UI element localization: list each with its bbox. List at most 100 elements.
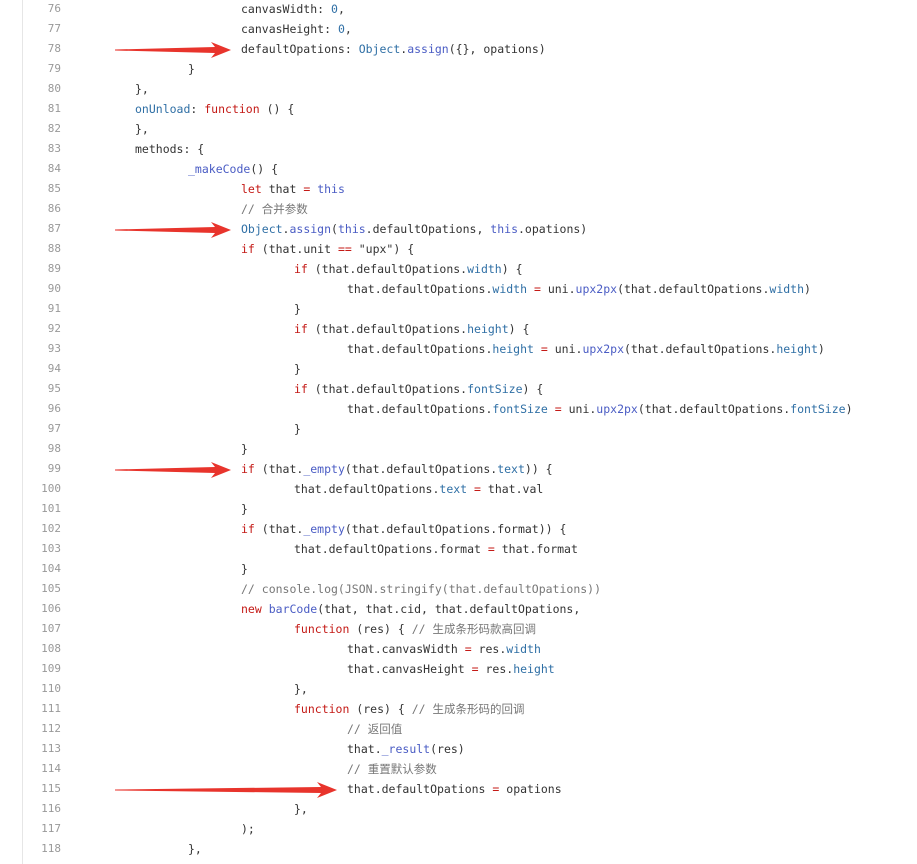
code-token: upx2px xyxy=(582,342,624,356)
line-number: 101 xyxy=(41,502,61,515)
code-token: } xyxy=(294,422,301,436)
code-line: 97} xyxy=(0,419,917,439)
code-token: width xyxy=(769,282,805,296)
code-text: }, xyxy=(135,79,149,99)
code-token: ) { xyxy=(508,322,530,336)
code-token: barCode xyxy=(268,602,318,616)
code-line: 91} xyxy=(0,299,917,319)
code-text: that.canvasHeight = res.height xyxy=(347,659,555,679)
code-token: } xyxy=(241,562,248,576)
code-token: upx2px xyxy=(596,402,638,416)
code-line: 114// 重置默认参数 xyxy=(0,759,917,779)
code-token: )) { xyxy=(524,462,553,476)
line-number: 87 xyxy=(47,222,61,235)
line-number: 112 xyxy=(41,722,61,735)
code-token: that.canvasHeight xyxy=(347,662,472,676)
code-token: function xyxy=(294,702,350,716)
code-line: 86// 合并参数 xyxy=(0,199,917,219)
code-token xyxy=(262,602,269,616)
code-token: uni. xyxy=(547,342,583,356)
code-token: = xyxy=(474,482,481,496)
line-number: 80 xyxy=(47,82,61,95)
code-token: width xyxy=(506,642,541,656)
line-number: 91 xyxy=(47,302,61,315)
code-token: text xyxy=(439,482,468,496)
code-token: height xyxy=(467,322,509,336)
code-token: "upx") { xyxy=(351,242,415,256)
line-number: 89 xyxy=(47,262,61,275)
code-token: ( xyxy=(331,222,338,236)
code-text: onUnload: function () { xyxy=(135,99,294,119)
code-token: // 重置默认参数 xyxy=(347,762,437,776)
line-number: 97 xyxy=(47,422,61,435)
code-text: that._result(res) xyxy=(347,739,465,759)
code-text: let that = this xyxy=(241,179,345,199)
code-token: width xyxy=(492,282,528,296)
code-token: that.defaultOpations. xyxy=(347,342,493,356)
code-token: that xyxy=(261,182,304,196)
code-token: = xyxy=(471,662,479,676)
line-number: 106 xyxy=(41,602,61,615)
code-token: fontSize xyxy=(467,382,523,396)
code-token: (that.defaultOpations. xyxy=(637,402,791,416)
line-number: 110 xyxy=(41,682,61,695)
gutter-border xyxy=(22,0,23,864)
code-token: } xyxy=(188,62,195,76)
code-text: that.defaultOpations.text = that.val xyxy=(294,479,543,499)
line-number: 79 xyxy=(47,62,61,75)
line-number: 100 xyxy=(41,482,61,495)
code-token: height xyxy=(492,342,534,356)
code-token: (that. xyxy=(254,462,304,476)
code-token: = xyxy=(533,282,541,296)
code-token: ) xyxy=(845,402,853,416)
code-token: ); xyxy=(241,822,255,836)
code-token: that.defaultOpations.format xyxy=(294,542,488,556)
line-number: 117 xyxy=(41,822,61,835)
code-token: if xyxy=(294,262,308,276)
code-token: () { xyxy=(259,102,295,116)
line-number: 93 xyxy=(47,342,61,355)
code-token: onUnload xyxy=(135,102,191,116)
code-token: = xyxy=(492,782,500,796)
code-token xyxy=(548,402,555,416)
code-text: if (that._empty(that.defaultOpations.tex… xyxy=(241,459,553,479)
code-token: canvasHeight: xyxy=(241,22,338,36)
line-number: 103 xyxy=(41,542,61,555)
code-token: that.defaultOpations. xyxy=(294,482,440,496)
line-number: 113 xyxy=(41,742,61,755)
code-text: }, xyxy=(294,679,308,699)
code-line: 79} xyxy=(0,59,917,79)
line-number: 84 xyxy=(47,162,61,175)
code-token: upx2px xyxy=(575,282,618,296)
code-token: defaultOpations: xyxy=(241,42,359,56)
code-text: function (res) { // 生成条形码款高回调 xyxy=(294,619,536,639)
code-token: function xyxy=(294,622,350,636)
code-token xyxy=(467,482,474,496)
code-token: opations xyxy=(499,782,562,796)
code-token: height xyxy=(513,662,555,676)
code-text: new barCode(that, that.cid, that.default… xyxy=(241,599,580,619)
code-token: .opations) xyxy=(518,222,588,236)
line-number: 116 xyxy=(41,802,61,815)
code-text: that.defaultOpations.height = uni.upx2px… xyxy=(347,339,825,359)
code-token: that.canvasWidth xyxy=(347,642,465,656)
code-token: , xyxy=(344,22,352,36)
line-number: 115 xyxy=(41,782,61,795)
code-token: if xyxy=(241,462,255,476)
code-token: (res) { xyxy=(349,702,412,716)
code-text: } xyxy=(241,439,248,459)
code-text: defaultOpations: Object.assign({}, opati… xyxy=(241,39,546,59)
code-token: } xyxy=(294,362,301,376)
code-line: 100 that.defaultOpations.text = that.val xyxy=(0,479,917,499)
line-number: 92 xyxy=(47,322,61,335)
